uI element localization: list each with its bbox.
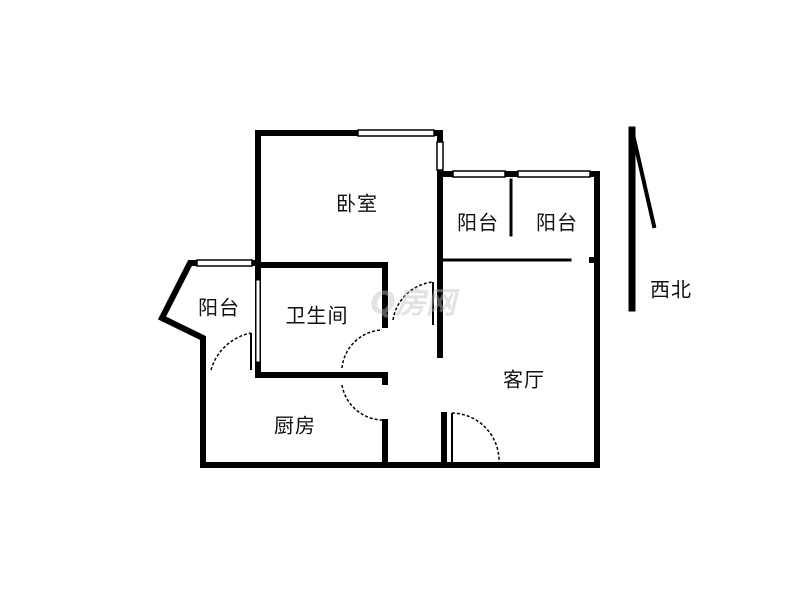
watermark-logo: Q房网 xyxy=(370,286,456,321)
window xyxy=(517,170,591,178)
window xyxy=(196,259,253,267)
room-label-bathroom: 卫生间 xyxy=(285,303,349,328)
door-arc xyxy=(341,329,383,369)
bathroom-walls xyxy=(255,262,388,328)
bedroom-walls xyxy=(255,130,443,378)
room-label-balcony-right: 阳台 xyxy=(536,210,578,235)
window xyxy=(452,170,506,178)
entry-door-arc xyxy=(451,412,500,464)
room-label-balcony-mid: 阳台 xyxy=(457,210,499,235)
window xyxy=(357,129,435,137)
door-arc xyxy=(210,332,252,371)
room-label-kitchen: 厨房 xyxy=(274,413,316,438)
orientation-label: 西北 xyxy=(650,277,692,302)
door-arc xyxy=(341,384,383,421)
room-label-living-room: 客厅 xyxy=(503,367,545,392)
room-label-balcony-left: 阳台 xyxy=(198,295,240,320)
window xyxy=(436,141,444,171)
kitchen-walls xyxy=(200,355,600,468)
door-arc xyxy=(392,281,434,321)
room-label-bedroom: 卧室 xyxy=(336,191,378,216)
window xyxy=(255,279,261,363)
